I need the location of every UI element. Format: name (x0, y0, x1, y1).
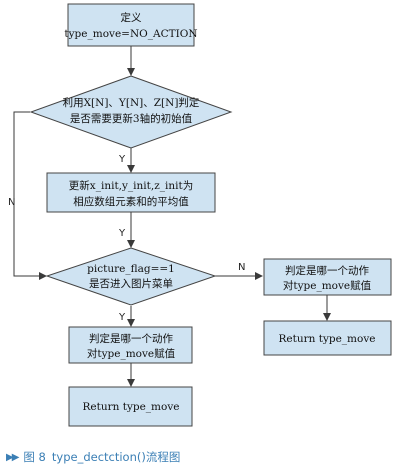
node-return-left: Return type_move (68, 386, 193, 427)
node-judge-right: 判定是哪一个动作 对type_move赋值 (263, 258, 392, 296)
node-decision1-line-2: 是否需要更新3轴的初始值 (70, 112, 193, 125)
node-decision1-line-1: 利用X[N]、Y[N]、Z[N]判定 (63, 96, 200, 109)
edge-label-d1-no: N (8, 197, 15, 208)
node-init: 定义 type_move=NO_ACTION (64, 3, 198, 47)
node-update-line-2: 相应数组元素和的平均值 (73, 195, 189, 208)
node-decision2: picture_flag==1 是否进入图片菜单 (45, 247, 217, 306)
node-return-left-text: Return type_move (83, 401, 180, 413)
double-triangle-right-icon: ▶▶ (6, 451, 19, 463)
edges (13, 46, 331, 387)
node-judge-left: 判定是哪一个动作 对type_move赋值 (68, 326, 193, 364)
node-init-line-1: 定义 (121, 11, 142, 24)
edge-label-d1-yes: Y (118, 154, 126, 165)
node-return-right: Return type_move (263, 320, 392, 356)
figure-number: 图 8 (23, 450, 46, 464)
node-judge-left-line-2: 对type_move赋值 (87, 347, 176, 360)
edge-label-d2-no: N (238, 262, 245, 273)
node-return-right-text: Return type_move (279, 333, 376, 345)
edge-decision1-no-to-decision2 (13, 111, 47, 280)
node-judge-right-line-1: 判定是哪一个动作 (285, 264, 369, 277)
node-init-line-2: type_move=NO_ACTION (64, 28, 197, 40)
node-judge-left-line-1: 判定是哪一个动作 (89, 332, 173, 345)
figure-caption: ▶▶ 图 8 type_dectction()流程图 (6, 448, 180, 466)
node-decision2-line-2: 是否进入图片菜单 (89, 277, 173, 290)
node-update: 更新x_init,y_init,z_init为 相应数组元素和的平均值 (46, 172, 216, 213)
node-decision1: 利用X[N]、Y[N]、Z[N]判定 是否需要更新3轴的初始值 (29, 75, 233, 149)
node-decision2-line-1: picture_flag==1 (87, 263, 175, 275)
node-judge-right-line-2: 对type_move赋值 (283, 279, 372, 292)
flowchart-canvas: Y N Y Y N 定义 type_move=NO_ACTION 利用X[N]、… (8, 3, 392, 427)
edge-label-update-out: Y (118, 228, 126, 239)
figure-title: type_dectction()流程图 (51, 450, 181, 464)
edge-labels: Y N Y Y N (8, 154, 245, 323)
node-update-line-1: 更新x_init,y_init,z_init为 (69, 179, 193, 192)
edge-label-d2-yes: Y (118, 312, 126, 323)
